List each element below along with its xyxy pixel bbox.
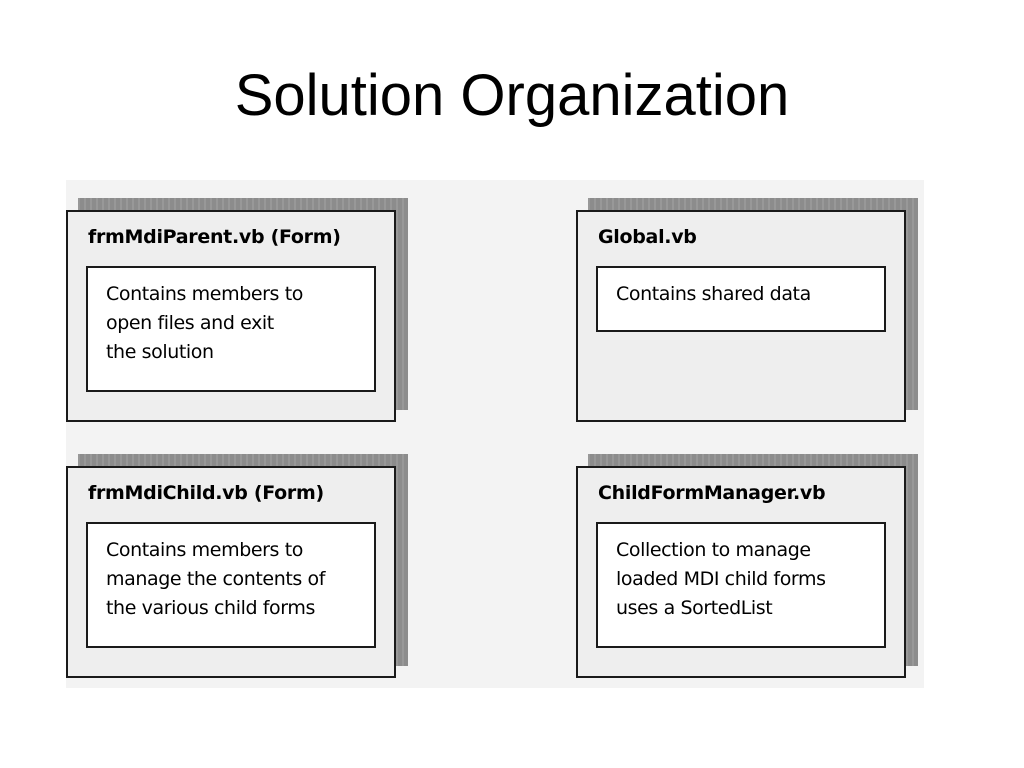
module-description: Contains shared data <box>596 266 886 332</box>
description-line: uses a SortedList <box>616 597 773 619</box>
diagram-area: frmMdiParent.vb (Form) Contains members … <box>66 180 924 688</box>
module-name: ChildFormManager.vb <box>598 482 826 504</box>
module-panel: ChildFormManager.vb Collection to manage… <box>576 466 906 678</box>
module-frmmdichild: frmMdiChild.vb (Form) Contains members t… <box>66 454 408 678</box>
description-line: open files and exit <box>106 312 274 334</box>
module-name: frmMdiChild.vb (Form) <box>88 482 324 504</box>
module-frmmdiparent: frmMdiParent.vb (Form) Contains members … <box>66 198 408 422</box>
description-line: the various child forms <box>106 597 315 619</box>
module-panel: frmMdiParent.vb (Form) Contains members … <box>66 210 396 422</box>
description-line: Contains members to <box>106 283 303 305</box>
description-line: Collection to manage <box>616 539 811 561</box>
module-name: frmMdiParent.vb (Form) <box>88 226 341 248</box>
module-global: Global.vb Contains shared data <box>576 198 918 422</box>
slide-title: Solution Organization <box>234 63 790 128</box>
module-description: Contains members to manage the contents … <box>86 522 376 648</box>
description-line: Contains members to <box>106 539 303 561</box>
module-panel: Global.vb Contains shared data <box>576 210 906 422</box>
module-panel: frmMdiChild.vb (Form) Contains members t… <box>66 466 396 678</box>
description-line: manage the contents of <box>106 568 326 590</box>
description-line: the solution <box>106 341 214 363</box>
description-line: loaded MDI child forms <box>616 568 826 590</box>
module-description: Contains members to open files and exit … <box>86 266 376 392</box>
module-description: Collection to manage loaded MDI child fo… <box>596 522 886 648</box>
module-name: Global.vb <box>598 226 697 248</box>
module-childformmanager: ChildFormManager.vb Collection to manage… <box>576 454 918 678</box>
description-line: Contains shared data <box>616 283 811 305</box>
